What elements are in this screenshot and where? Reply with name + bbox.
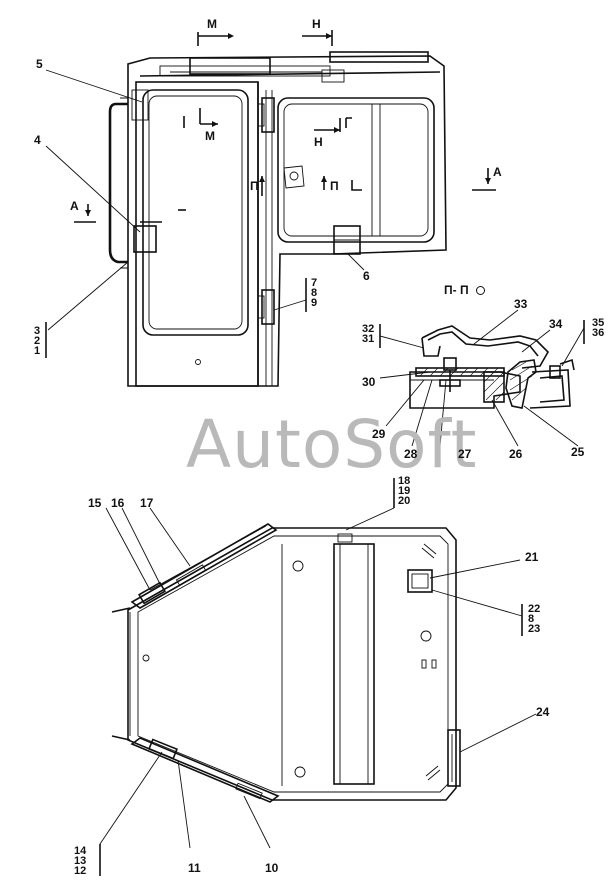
callout-20: 20: [398, 495, 411, 507]
view-label-n-inner: Н: [314, 135, 323, 149]
callout-32: 32: [362, 323, 375, 335]
watermark: AutoSoft: [186, 406, 478, 483]
callout-13: 13: [74, 855, 87, 867]
callout-30: 30: [362, 375, 376, 389]
section-title: П- П: [444, 284, 485, 296]
callout-stack-7-8-9: 7 8 9: [311, 277, 318, 309]
callout-2: 2: [34, 335, 41, 347]
callout-27: 27: [458, 447, 472, 461]
callout-1: 1: [34, 345, 41, 357]
leader-lines-section: [379, 309, 585, 447]
callout-17: 17: [140, 496, 154, 510]
callout-24: 24: [536, 705, 550, 719]
callout-4: 4: [34, 133, 41, 147]
callout-36: 36: [592, 327, 605, 339]
view-label-a-right: А: [493, 165, 502, 179]
section-circle-icon: [475, 286, 485, 296]
callout-34: 34: [549, 317, 563, 331]
callout-16: 16: [111, 496, 125, 510]
callout-stack-32-31: 32 31: [362, 323, 375, 345]
callout-33: 33: [514, 297, 528, 311]
callout-7: 7: [311, 277, 318, 289]
callout-8: 8: [311, 287, 318, 299]
roof-plan-view: [111, 523, 461, 803]
callout-28: 28: [404, 447, 418, 461]
view-label-p-right: П: [330, 179, 339, 193]
view-label-n-top: Н: [312, 17, 321, 31]
callout-stack-14-13-12: 14 13 12: [74, 845, 87, 877]
callout-3: 3: [34, 325, 41, 337]
callout-23: 23: [528, 623, 541, 635]
callout-18: 18: [398, 475, 411, 487]
cab-side-view: [108, 51, 447, 387]
callout-29: 29: [372, 427, 386, 441]
callout-stack-3-2-1: 3 2 1: [34, 325, 41, 357]
callout-35: 35: [592, 317, 605, 329]
leader-lines-top: [45, 69, 365, 358]
section-title-text: П- П: [444, 283, 469, 297]
callout-31: 31: [362, 333, 375, 345]
callout-stack-18-19-20: 18 19 20: [398, 475, 411, 507]
callout-25: 25: [571, 445, 585, 459]
view-label-p-left: П: [250, 179, 259, 193]
callout-stack-35-36: 35 36: [592, 317, 605, 339]
callout-21: 21: [525, 550, 539, 564]
section-p-p: [409, 325, 575, 409]
view-label-m-top: М: [207, 17, 217, 31]
callout-11: 11: [188, 861, 201, 875]
callout-12: 12: [74, 865, 87, 877]
callout-8b: 8: [528, 613, 535, 625]
callout-26: 26: [509, 447, 523, 461]
callout-19: 19: [398, 485, 411, 497]
view-arrows: [74, 30, 496, 223]
callout-14: 14: [74, 845, 87, 857]
callout-15: 15: [88, 496, 102, 510]
callout-stack-22-8-23: 22 8 23: [528, 603, 541, 635]
callout-10: 10: [265, 861, 279, 875]
callout-5: 5: [36, 57, 43, 71]
callout-9: 9: [311, 297, 318, 309]
view-label-a-left: А: [70, 199, 79, 213]
callout-6: 6: [363, 269, 370, 283]
callout-22: 22: [528, 603, 541, 615]
leader-lines-bottom: [99, 478, 537, 876]
view-label-m-inner: М: [205, 129, 215, 143]
